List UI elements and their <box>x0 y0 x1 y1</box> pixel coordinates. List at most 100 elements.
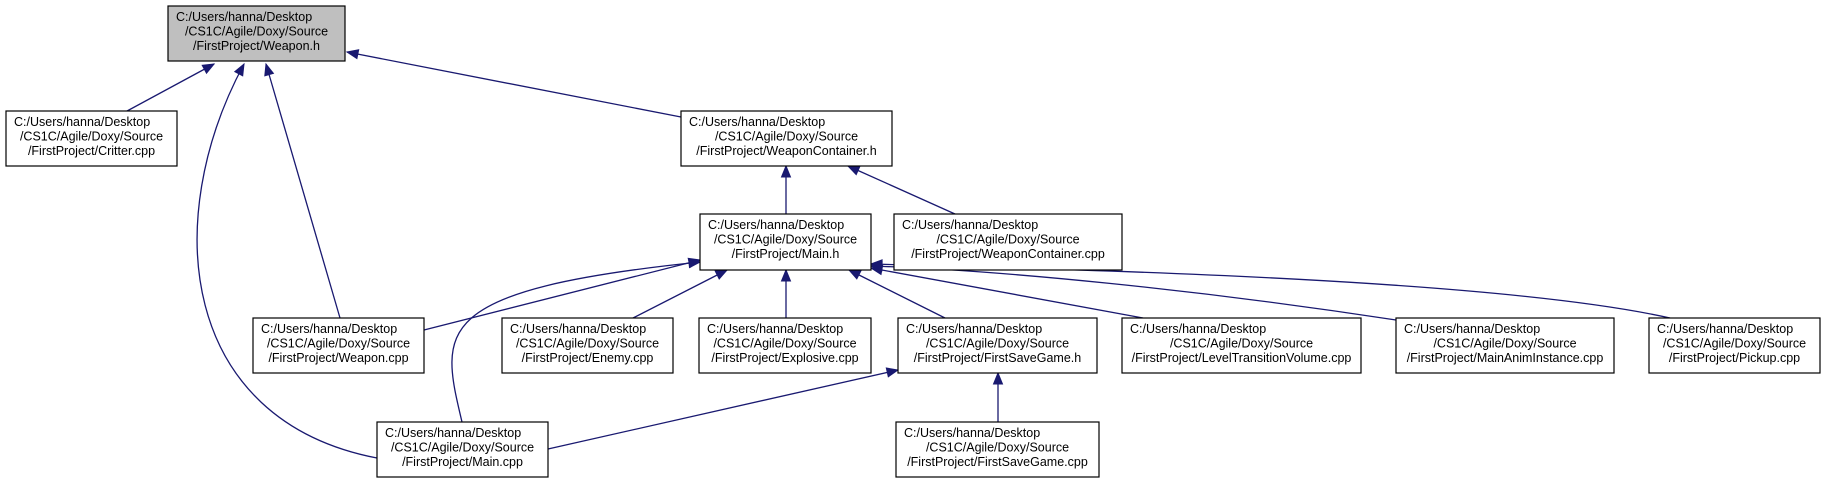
edge-line <box>126 63 215 112</box>
node-label-line: /CS1C/Agile/Doxy/Source <box>926 337 1069 351</box>
node-label-line: /FirstProject/Weapon.h <box>193 39 320 53</box>
node-mainaniminstance-cpp[interactable]: C:/Users/hanna/Desktop/CS1C/Agile/Doxy/S… <box>1395 317 1615 374</box>
edge-weaponcontainer_h-to-weapon_h <box>345 49 682 118</box>
node-label-line: /FirstProject/WeaponContainer.cpp <box>911 247 1105 261</box>
node-label-line: /FirstProject/FirstSaveGame.h <box>914 351 1081 365</box>
node-label-line: C:/Users/hanna/Desktop <box>385 426 521 440</box>
node-box <box>698 317 872 374</box>
node-label-line: /CS1C/Agile/Doxy/Source <box>715 130 858 144</box>
node-firstsavegame-cpp[interactable]: C:/Users/hanna/Desktop/CS1C/Agile/Doxy/S… <box>895 421 1100 478</box>
node-box <box>1121 317 1362 374</box>
node-critter-cpp[interactable]: C:/Users/hanna/Desktop/CS1C/Agile/Doxy/S… <box>5 110 178 167</box>
arrowhead-icon <box>869 259 883 270</box>
node-label-line: /FirstProject/Pickup.cpp <box>1669 351 1800 365</box>
edge-explosive_cpp-to-main_h <box>780 268 792 318</box>
node-label-line: /FirstProject/Weapon.cpp <box>268 351 408 365</box>
arrowhead-icon <box>885 367 900 378</box>
arrowhead-icon <box>688 258 702 269</box>
node-label-line: /CS1C/Agile/Doxy/Source <box>185 25 328 39</box>
node-label-line: /FirstProject/Enemy.cpp <box>522 351 654 365</box>
edge-weapon_cpp-to-weapon_h <box>264 62 341 319</box>
node-label-line: /FirstProject/Critter.cpp <box>28 144 155 158</box>
node-weapon-cpp[interactable]: C:/Users/hanna/Desktop/CS1C/Agile/Doxy/S… <box>252 317 425 374</box>
edge-line <box>870 265 1397 321</box>
edge-line <box>848 269 946 319</box>
arrowhead-icon <box>846 165 861 176</box>
edge-line <box>451 261 701 423</box>
node-enemy-cpp[interactable]: C:/Users/hanna/Desktop/CS1C/Agile/Doxy/S… <box>501 317 674 374</box>
edge-critter_cpp-to-weapon_h <box>126 63 216 112</box>
node-label-line: /CS1C/Agile/Doxy/Source <box>20 130 163 144</box>
node-label-line: C:/Users/hanna/Desktop <box>904 426 1040 440</box>
node-label-line: C:/Users/hanna/Desktop <box>1657 322 1793 336</box>
arrowhead-icon <box>780 164 792 178</box>
edge-main_cpp-to-weapon_h <box>196 62 378 459</box>
node-main-cpp[interactable]: C:/Users/hanna/Desktop/CS1C/Agile/Doxy/S… <box>376 421 549 478</box>
edge-line <box>423 259 701 331</box>
node-box <box>680 110 893 167</box>
node-box <box>167 5 346 62</box>
edge-line <box>632 269 728 319</box>
node-label-line: /FirstProject/Explosive.cpp <box>711 351 858 365</box>
node-label-line: C:/Users/hanna/Desktop <box>261 322 397 336</box>
node-box <box>699 213 872 271</box>
edge-main_h-to-weaponcontainer_h <box>780 164 792 214</box>
edge-enemy_cpp-to-main_h <box>632 269 729 319</box>
edge-firstsavegame_h-to-main_h <box>847 269 946 319</box>
node-label-line: /CS1C/Agile/Doxy/Source <box>1170 337 1313 351</box>
node-label-line: /FirstProject/LevelTransitionVolume.cpp <box>1132 351 1352 365</box>
node-box <box>897 317 1098 374</box>
arrowhead-icon <box>233 62 245 77</box>
edges-layer <box>126 49 1671 459</box>
edge-line <box>847 165 956 215</box>
nodes-layer: C:/Users/hanna/Desktop/CS1C/Agile/Doxy/S… <box>5 5 1821 478</box>
node-label-line: C:/Users/hanna/Desktop <box>510 322 646 336</box>
node-label-line: /CS1C/Agile/Doxy/Source <box>1433 337 1576 351</box>
node-label-line: C:/Users/hanna/Desktop <box>707 322 843 336</box>
node-box <box>252 317 425 374</box>
edge-line <box>196 63 378 459</box>
edge-line <box>346 51 682 118</box>
node-firstsavegame-h[interactable]: C:/Users/hanna/Desktop/CS1C/Agile/Doxy/S… <box>897 317 1098 374</box>
node-weaponcontainer-cpp[interactable]: C:/Users/hanna/Desktop/CS1C/Agile/Doxy/S… <box>893 213 1123 271</box>
node-label-line: C:/Users/hanna/Desktop <box>1130 322 1266 336</box>
node-label-line: /CS1C/Agile/Doxy/Source <box>391 441 534 455</box>
node-box <box>895 421 1100 478</box>
arrowhead-icon <box>992 371 1004 385</box>
node-label-line: /FirstProject/Main.h <box>732 247 840 261</box>
node-label-line: C:/Users/hanna/Desktop <box>14 115 150 129</box>
arrowhead-icon <box>345 49 360 60</box>
node-label-line: /CS1C/Agile/Doxy/Source <box>516 337 659 351</box>
edge-main_cpp-to-firstsavegame_h <box>547 367 900 450</box>
node-pickup-cpp[interactable]: C:/Users/hanna/Desktop/CS1C/Agile/Doxy/S… <box>1648 317 1821 374</box>
node-main-h[interactable]: C:/Users/hanna/Desktop/CS1C/Agile/Doxy/S… <box>699 213 872 271</box>
node-label-line: /FirstProject/Main.cpp <box>402 455 523 469</box>
node-explosive-cpp[interactable]: C:/Users/hanna/Desktop/CS1C/Agile/Doxy/S… <box>698 317 872 374</box>
node-label-line: /CS1C/Agile/Doxy/Source <box>936 233 1079 247</box>
node-label-line: C:/Users/hanna/Desktop <box>1404 322 1540 336</box>
node-label-line: /FirstProject/WeaponContainer.h <box>696 144 876 158</box>
node-label-line: /CS1C/Agile/Doxy/Source <box>267 337 410 351</box>
node-box <box>1395 317 1615 374</box>
node-weaponcontainer-h[interactable]: C:/Users/hanna/Desktop/CS1C/Agile/Doxy/S… <box>680 110 893 167</box>
node-label-line: /FirstProject/FirstSaveGame.cpp <box>907 455 1088 469</box>
edge-line <box>547 369 899 450</box>
node-box <box>1648 317 1821 374</box>
node-label-line: /CS1C/Agile/Doxy/Source <box>714 233 857 247</box>
node-box <box>893 213 1123 271</box>
arrowhead-icon <box>714 269 729 280</box>
arrowhead-icon <box>780 268 792 282</box>
node-label-line: C:/Users/hanna/Desktop <box>689 115 825 129</box>
edge-firstsavegame_cpp-to-firstsavegame_h <box>992 371 1004 422</box>
node-label-line: C:/Users/hanna/Desktop <box>176 10 312 24</box>
edge-weaponcontainer_cpp-to-weaponcontainer_h <box>846 165 956 215</box>
node-label-line: /CS1C/Agile/Doxy/Source <box>926 441 1069 455</box>
node-leveltransitionvolume-cpp[interactable]: C:/Users/hanna/Desktop/CS1C/Agile/Doxy/S… <box>1121 317 1362 374</box>
edge-main_cpp-to-main_h <box>451 258 702 423</box>
node-box <box>501 317 674 374</box>
node-label-line: /CS1C/Agile/Doxy/Source <box>713 337 856 351</box>
node-label-line: /FirstProject/MainAnimInstance.cpp <box>1407 351 1604 365</box>
arrowhead-icon <box>847 269 862 280</box>
node-weapon-h: C:/Users/hanna/Desktop/CS1C/Agile/Doxy/S… <box>167 5 346 62</box>
